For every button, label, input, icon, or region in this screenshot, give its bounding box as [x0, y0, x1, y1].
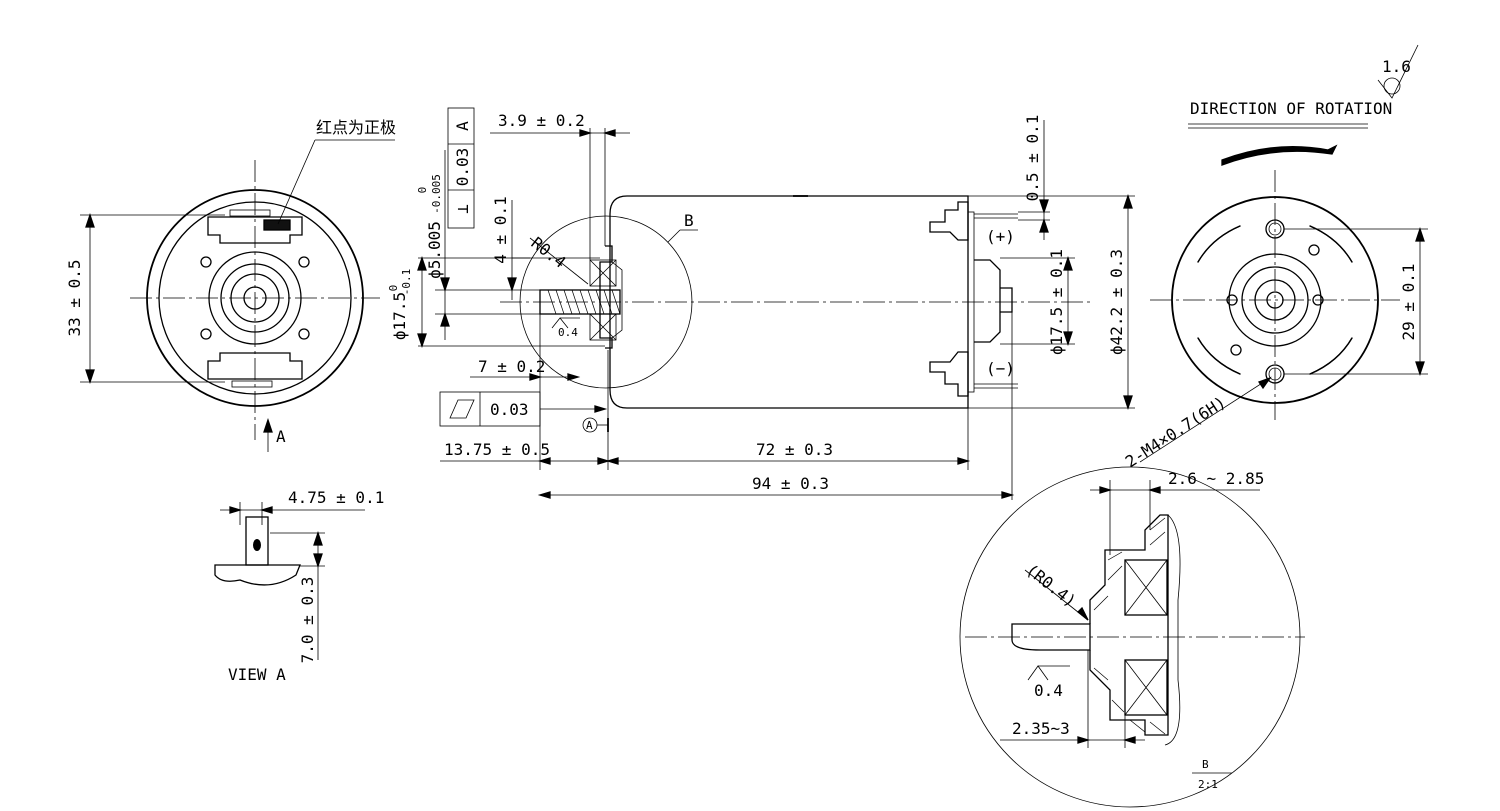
- minus-terminal-label: (−): [986, 359, 1015, 378]
- detail-b-scale: 2:1: [1198, 778, 1218, 791]
- dim-detail-2-35: 2.35~3: [1012, 719, 1070, 738]
- side-view: (+) (−) B R0.4 0.4: [387, 107, 1135, 500]
- dim-shaft-length: 13.75 ± 0.5: [444, 440, 550, 459]
- perpendicularity-datum: A: [453, 121, 472, 131]
- flatness-value: 0.03: [490, 400, 529, 419]
- perpendicularity-frame: A 0.03 ⊥: [447, 107, 475, 229]
- datum-a-label: A: [586, 419, 593, 432]
- dim-body-dia: ϕ42.2 ± 0.3: [1107, 249, 1126, 355]
- dim-front-height: 33 ± 0.5: [65, 259, 84, 336]
- surface-finish-general-icon: 1.6: [1377, 44, 1419, 99]
- view-a-title: VIEW A: [228, 665, 286, 684]
- dim-boss-dia: ϕ17.5: [390, 292, 409, 340]
- dim-boss-dia-upper: 0: [387, 285, 400, 292]
- front-view: 33 ± 0.5 红点为正极 A: [65, 118, 396, 452]
- dim-boss-dia-lower: -0.1: [400, 269, 413, 296]
- view-a: 4.75 ± 0.1 7.0 ± 0.3 VIEW A: [214, 488, 384, 684]
- dim-total-length: 94 ± 0.3: [752, 474, 829, 493]
- dim-shaft-dia-upper: 0: [416, 187, 429, 194]
- dim-view-a-width: 4.75 ± 0.1: [288, 488, 384, 507]
- surface-finish-detail: 0.4: [1034, 681, 1063, 700]
- rear-view: 29 ± 0.1 2-M4×0.7(6H) DIRECTION OF ROTAT…: [1122, 44, 1428, 471]
- dim-hole-spacing: 29 ± 0.1: [1399, 263, 1418, 340]
- detail-b-label: B: [1202, 758, 1209, 771]
- dim-gap-0-5: 0.5 ± 0.1: [1023, 115, 1042, 202]
- surface-finish-local: 0.4: [558, 326, 578, 339]
- dim-rear-boss: ϕ17.5 ± 0.1: [1047, 249, 1066, 355]
- direction-of-rotation-title: DIRECTION OF ROTATION: [1190, 99, 1392, 118]
- perpendicularity-symbol: ⊥: [453, 204, 472, 214]
- dim-flange-3-9: 3.9 ± 0.2: [498, 111, 585, 130]
- dim-boss-4: 4 ± 0.1: [491, 196, 510, 263]
- detail-b: 2.6 ~ 2.85 (R0.4) 0.4 2.35~3 B 2:1: [959, 466, 1305, 808]
- note-red-dot-positive: 红点为正极: [316, 118, 396, 137]
- dim-shaft-dia-lower: -0.005: [430, 174, 443, 214]
- plus-terminal-label: (+): [986, 227, 1015, 246]
- detail-callout-b: B: [684, 211, 694, 230]
- dim-shaft-dia: ϕ5.005: [425, 221, 444, 279]
- red-dot-marker: [263, 219, 291, 231]
- dim-view-a-height: 7.0 ± 0.3: [298, 577, 317, 664]
- dim-seven: 7 ± 0.2: [478, 357, 545, 376]
- flatness-frame: 0.03: [439, 391, 608, 427]
- perpendicularity-value: 0.03: [453, 148, 472, 187]
- rotation-arrow-icon: [1221, 144, 1338, 166]
- dim-body-length: 72 ± 0.3: [756, 440, 833, 459]
- dim-radius-main: R0.4: [528, 233, 570, 272]
- dim-detail-radius: (R0.4): [1023, 560, 1080, 611]
- dim-detail-2-6: 2.6 ~ 2.85: [1168, 469, 1264, 488]
- surface-finish-general: 1.6: [1382, 57, 1411, 76]
- view-a-arrow-label: A: [276, 427, 286, 446]
- dim-thread-holes: 2-M4×0.7(6H): [1122, 392, 1229, 471]
